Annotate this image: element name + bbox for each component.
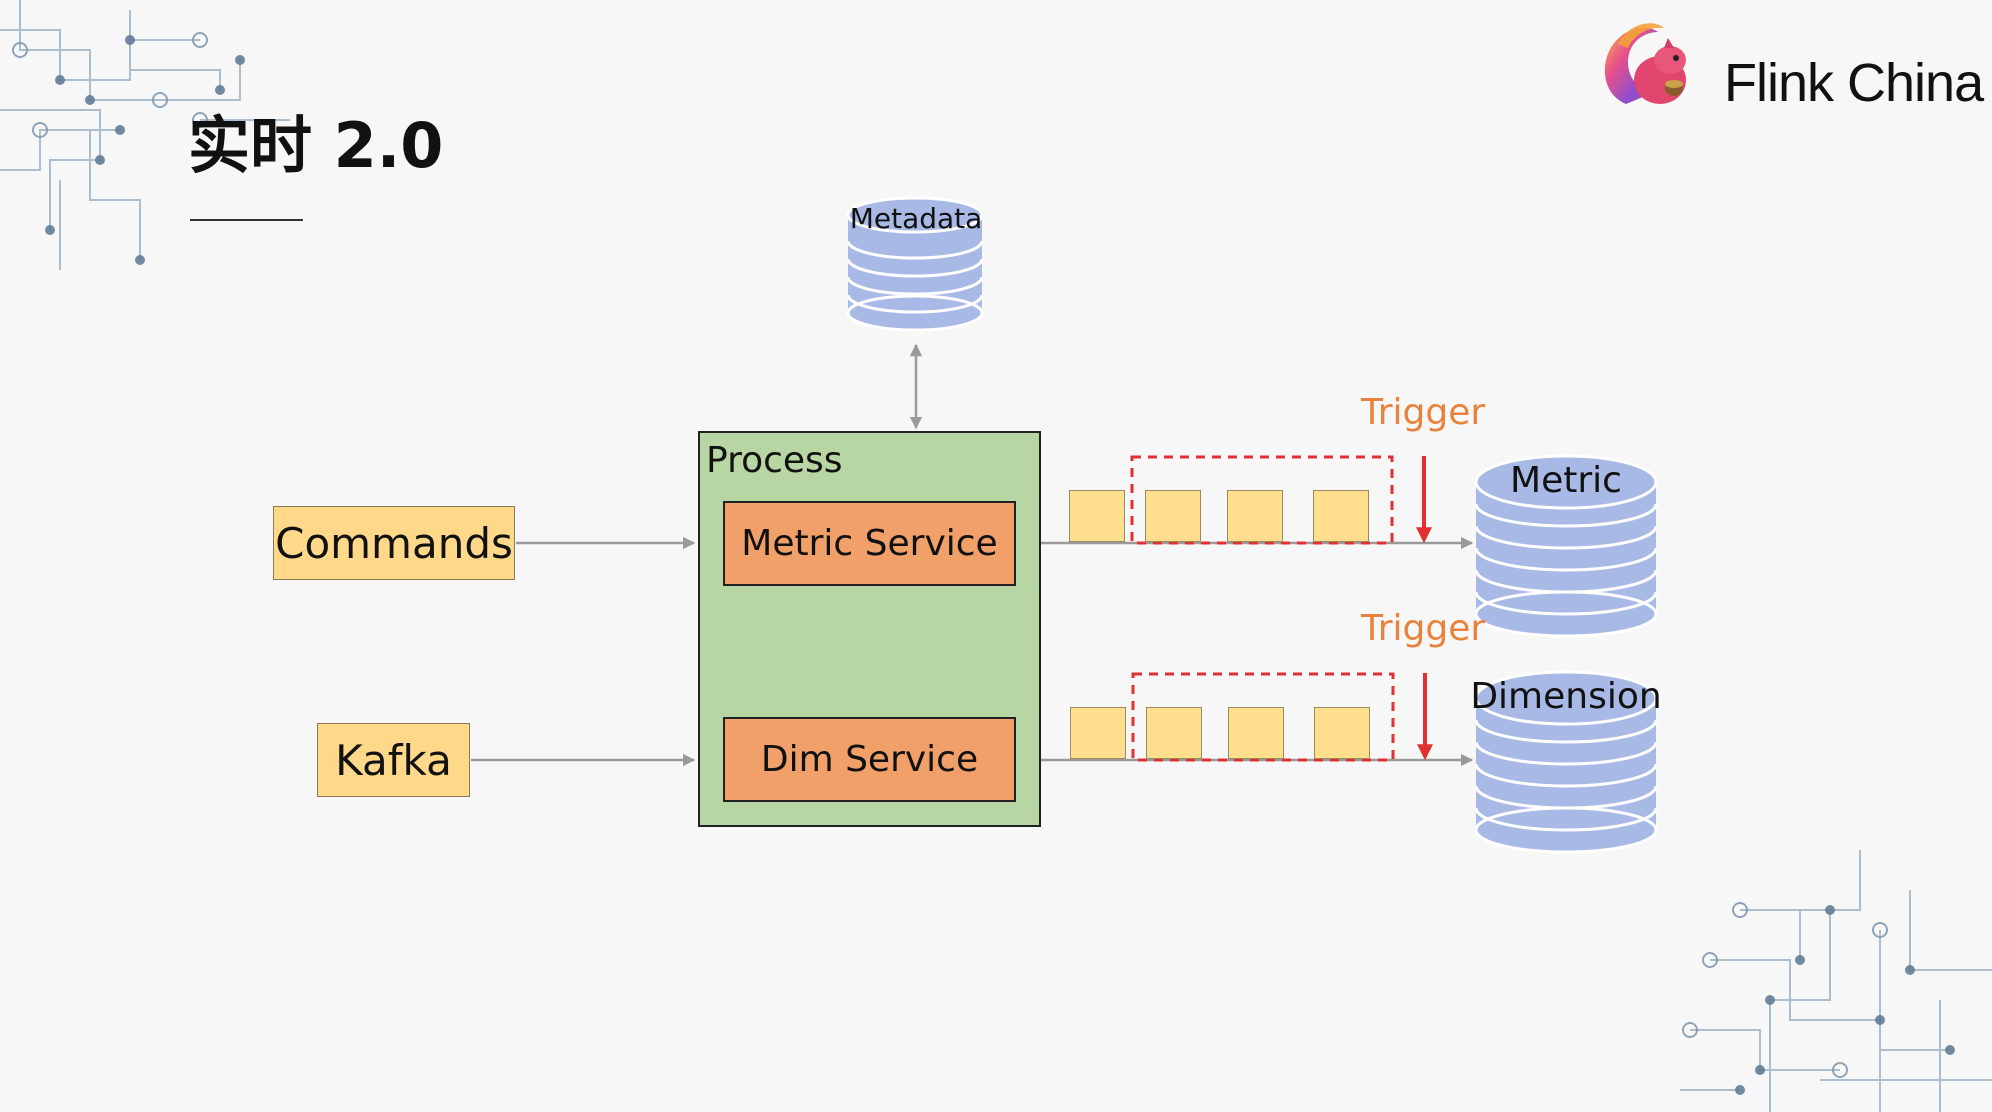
metric-queue-item xyxy=(1227,490,1283,542)
metric-queue-item xyxy=(1069,490,1125,542)
dim-queue-item xyxy=(1228,707,1284,759)
process-label: Process xyxy=(706,440,843,481)
circuit-decoration-bottom-right-icon xyxy=(1680,850,1992,1112)
trigger-label-metric: Trigger xyxy=(1361,392,1486,433)
metric-queue-item xyxy=(1145,490,1201,542)
dim-service-box: Dim Service xyxy=(723,717,1016,802)
brand-name: Flink China xyxy=(1724,53,1984,113)
metric-service-box: Metric Service xyxy=(723,501,1016,586)
metric-database-icon xyxy=(1474,454,1658,638)
metric-database-label: Metric xyxy=(1510,460,1622,501)
circuit-decoration-top-left-icon xyxy=(0,0,290,270)
dim-queue-item xyxy=(1070,707,1126,759)
dimension-database-label: Dimension xyxy=(1470,676,1662,717)
dim-queue-item xyxy=(1146,707,1202,759)
page-title: 实时 2.0 xyxy=(188,109,444,182)
dim-queue-item xyxy=(1314,707,1370,759)
title-underline xyxy=(190,219,303,221)
trigger-window-dim xyxy=(1131,672,1395,762)
trigger-label-dim: Trigger xyxy=(1361,608,1486,649)
metadata-database-icon xyxy=(846,196,984,332)
trigger-window-metric xyxy=(1130,455,1394,545)
dimension-database-icon xyxy=(1474,670,1658,854)
metadata-database-label: Metadata xyxy=(849,202,983,235)
commands-input-box: Commands xyxy=(273,506,515,580)
flink-squirrel-logo-icon xyxy=(1604,23,1686,104)
metric-queue-item xyxy=(1313,490,1369,542)
kafka-input-box: Kafka xyxy=(317,723,470,797)
